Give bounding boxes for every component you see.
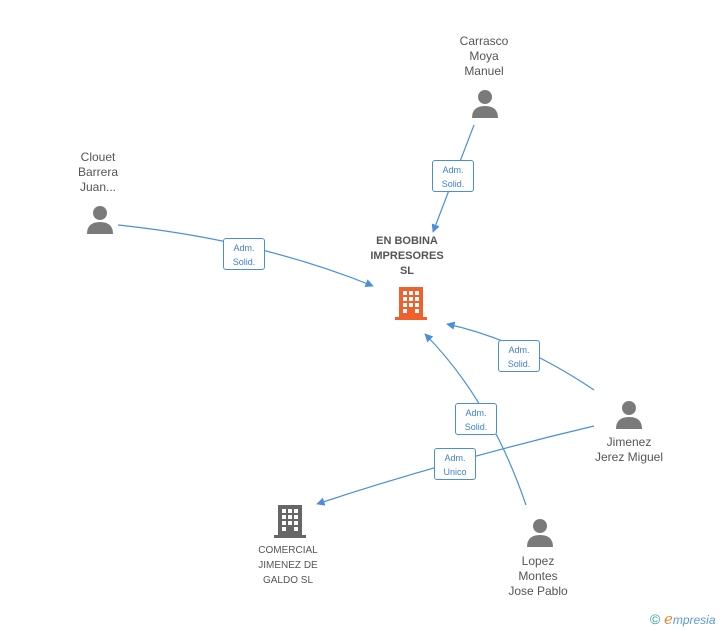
edge-label-jimenez-comercial[interactable]: Adm. Unico	[434, 448, 476, 480]
other-company-label[interactable]: COMERCIAL JIMENEZ DE GALDO SL	[258, 545, 318, 586]
edge-label-carrasco[interactable]: Adm. Solid.	[432, 160, 474, 192]
person-label-clouet[interactable]: Clouet Barrera Juan...	[77, 150, 118, 194]
brand-name: mpresia	[672, 613, 716, 627]
brand-footer[interactable]: © empresia	[650, 610, 716, 628]
person-icon[interactable]	[526, 518, 554, 548]
person-label-carrasco[interactable]: Carrasco Moya Manuel	[459, 34, 509, 78]
edge-label-lopez[interactable]: Adm. Solid.	[455, 403, 497, 435]
building-icon[interactable]	[395, 285, 427, 321]
person-icon[interactable]	[471, 89, 499, 119]
person-label-lopez[interactable]: Lopez Montes Jose Pablo	[508, 554, 568, 598]
edge-label-jimenez[interactable]: Adm. Solid.	[498, 340, 540, 372]
brand-initial: e	[663, 610, 673, 628]
person-icon[interactable]	[86, 205, 114, 235]
copyright-icon: ©	[650, 611, 661, 627]
person-icon[interactable]	[615, 400, 643, 430]
center-company-label[interactable]: EN BOBINA IMPRESORES SL	[370, 235, 444, 277]
edge-label-clouet[interactable]: Adm. Solid.	[223, 238, 265, 270]
building-icon[interactable]	[274, 503, 306, 539]
person-label-jimenez[interactable]: Jimenez Jerez Miguel	[594, 435, 664, 464]
